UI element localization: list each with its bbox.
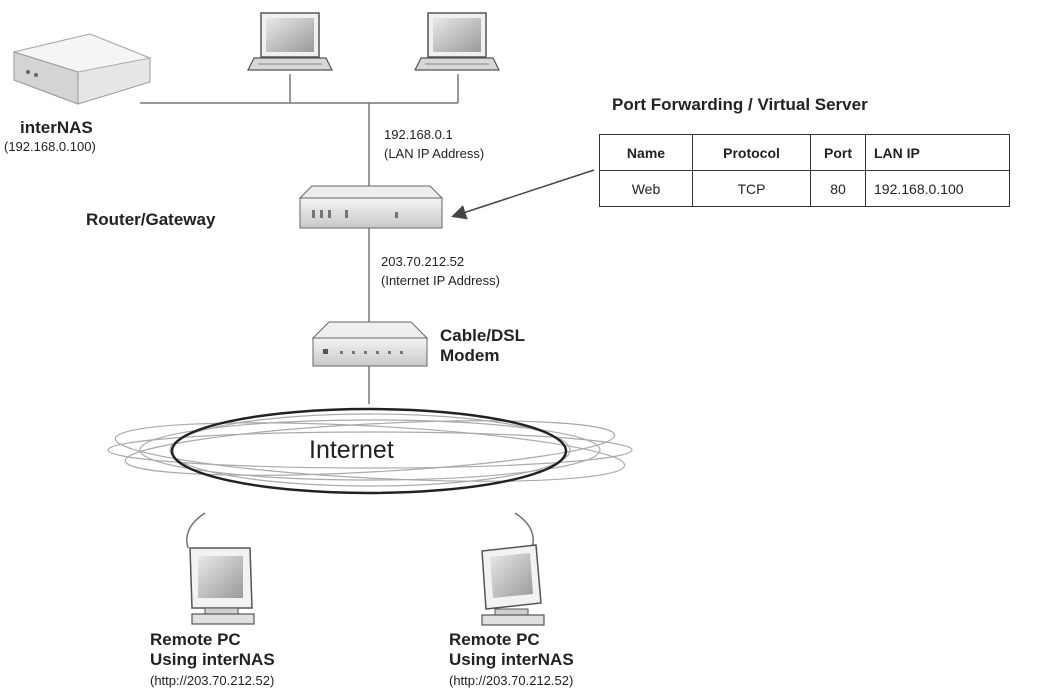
remote-link-2 [514, 512, 534, 549]
cell-port: 80 [810, 170, 866, 207]
remote-pc-2-line2: Using interNAS [449, 650, 574, 669]
internet-ellipse [170, 407, 568, 495]
table-row: Web TCP 80 192.168.0.100 [599, 170, 1010, 207]
internet-label: Internet [309, 436, 394, 464]
port-forwarding-table: Name Protocol Port LAN IP Web TCP 80 192… [599, 134, 1010, 207]
port-forwarding-arrow [451, 169, 595, 220]
remote-pc-2-icon [481, 544, 545, 626]
cell-protocol: TCP [692, 170, 811, 207]
router-internet-ip-caption: (Internet IP Address) [381, 273, 500, 288]
remote-pc-1-line1: Remote PC [150, 630, 241, 649]
cell-lan-ip: 192.168.0.100 [865, 170, 1010, 207]
remote-pc-1-url: (http://203.70.212.52) [150, 673, 275, 688]
modem-label-line1: Cable/DSL [440, 326, 526, 345]
lan-pc-2-icon [414, 12, 500, 71]
remote-pc-2-url: (http://203.70.212.52) [449, 673, 574, 688]
router-internet-ip: 203.70.212.52 [381, 254, 465, 269]
remote-link-1 [186, 512, 206, 549]
router-icon [298, 185, 444, 229]
nas-ip: (192.168.0.100) [4, 139, 96, 154]
cell-name: Web [599, 170, 693, 207]
lan-pc-1-icon [247, 12, 333, 71]
internet-cloud-icon [107, 413, 633, 487]
router-lan-ip-caption: (LAN IP Address) [384, 146, 485, 161]
col-header-protocol: Protocol [692, 134, 811, 171]
col-header-name: Name [599, 134, 693, 171]
col-header-port: Port [810, 134, 866, 171]
modem-icon [311, 321, 429, 367]
remote-pc-1-icon [189, 547, 255, 625]
table-header-row: Name Protocol Port LAN IP [599, 134, 1010, 171]
lan-bus [140, 74, 459, 186]
col-header-lan-ip: LAN IP [865, 134, 1010, 171]
nas-device-icon [12, 33, 152, 105]
router-lan-ip: 192.168.0.1 [384, 127, 453, 142]
nas-name: interNAS [20, 118, 93, 137]
remote-pc-1-line2: Using interNAS [150, 650, 275, 669]
modem-label-line2: Modem [440, 346, 500, 365]
router-label: Router/Gateway [86, 210, 216, 229]
remote-pc-2-line1: Remote PC [449, 630, 540, 649]
port-forwarding-title: Port Forwarding / Virtual Server [612, 95, 868, 114]
